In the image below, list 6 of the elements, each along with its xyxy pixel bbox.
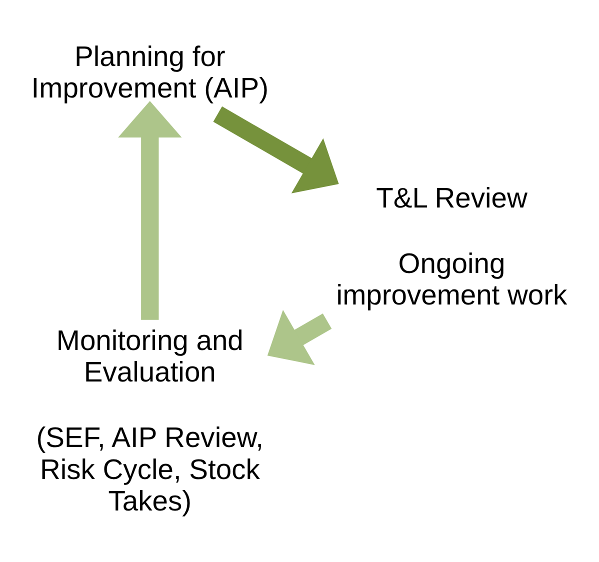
arrow — [267, 309, 332, 365]
node-text: Planning for Improvement (AIP) — [31, 39, 268, 104]
node-text: Monitoring and Evaluation (SEF, AIP Review, Risk Cycle, Stock Takes) — [36, 323, 264, 516]
arrow — [118, 100, 182, 320]
node-text: T&L Review Ongoing improvement work — [336, 180, 568, 310]
arrow — [213, 106, 339, 193]
